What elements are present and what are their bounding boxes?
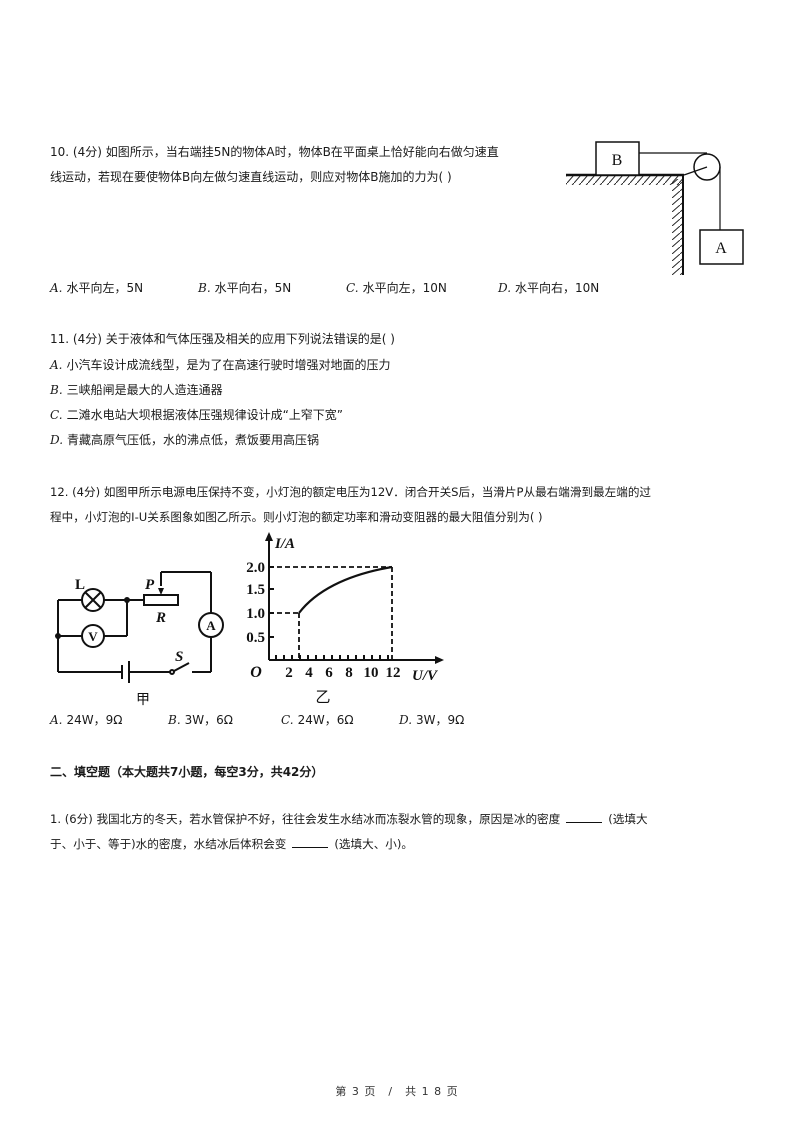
voltmeter-icon: V xyxy=(81,624,105,648)
fq1-blank-1[interactable] xyxy=(566,812,603,823)
q11-option-d[interactable]: D.青藏高原气压低，水的沸点低，煮饭要用高压锅 xyxy=(50,433,320,447)
fq1-blank-2[interactable] xyxy=(292,837,329,848)
block-a xyxy=(699,229,744,265)
circuit-diagram: L V P R A S 甲 xyxy=(55,571,224,708)
q12-score: (4分) xyxy=(72,485,101,499)
fq1-part1: 我国北方的冬天，若水管保护不好，往往会发生水结冰而冻裂水管的现象，原因是冰的密度 xyxy=(96,812,561,826)
battery-icon xyxy=(121,661,130,683)
fq1-part4: (选填大、小)。 xyxy=(334,837,414,851)
ammeter-icon: A xyxy=(198,612,224,638)
q10-line2: 线运动，若现在要使物体B向左做匀速直线运动，则应对物体B施加的力为( ) xyxy=(50,170,452,184)
svg-text:L: L xyxy=(75,577,85,593)
fq1-part3: 于、小于、等于)水的密度，水结冰后体积会变 xyxy=(50,837,287,851)
q12-number: 12. xyxy=(50,485,69,499)
svg-text:8: 8 xyxy=(345,665,353,681)
pulley-diagram: B A xyxy=(566,141,744,275)
q12-option-c[interactable]: C.24W，6Ω xyxy=(281,713,354,727)
svg-text:1.0: 1.0 xyxy=(246,606,265,622)
q10-options: A.水平向左，5N B.水平向右，5N C.水平向左，10N D.水平向右，10N xyxy=(50,280,599,296)
svg-text:0.5: 0.5 xyxy=(246,630,265,646)
q11-option-a[interactable]: A.小汽车设计成流线型，是为了在高速行驶时增强对地面的压力 xyxy=(50,358,391,372)
svg-text:1.5: 1.5 xyxy=(246,582,265,598)
page-footer: 第 3 页 / 共 1 8 页 xyxy=(335,1085,459,1098)
section-2-title: 二、填空题（本大题共7小题，每空3分，共42分） xyxy=(50,765,324,779)
q11-stem-text: 关于液体和气体压强及相关的应用下列说法错误的是( ) xyxy=(105,332,395,346)
q10-option-a[interactable]: A.水平向左，5N xyxy=(50,281,144,295)
q11-option-c[interactable]: C.二滩水电站大坝根据液体压强规律设计成“上窄下宽” xyxy=(50,408,344,422)
q12-option-a[interactable]: A.24W，9Ω xyxy=(50,713,123,727)
svg-text:甲: 甲 xyxy=(136,692,150,708)
svg-text:4: 4 xyxy=(305,665,313,681)
question-12-stem: 12. (4分) 如图甲所示电源电压保持不变，小灯泡的额定电压为12V．闭合开关… xyxy=(50,480,750,530)
svg-text:A: A xyxy=(715,240,727,257)
q11-number: 11. xyxy=(50,332,70,346)
svg-text:A: A xyxy=(206,618,216,633)
q10-option-b[interactable]: B.水平向右，5N xyxy=(198,281,292,295)
svg-text:2.0: 2.0 xyxy=(246,560,265,576)
svg-text:6: 6 xyxy=(325,665,333,681)
svg-text:B: B xyxy=(612,152,623,169)
question-10-stem: 10. (4分) 如图所示，当右端挂5N的物体A时，物体B在平面桌上恰好能向右做… xyxy=(50,140,550,190)
q10-option-c[interactable]: C.水平向左，10N xyxy=(346,281,447,295)
q12-options: A.24W，9Ω B.3W，6Ω C.24W，6Ω D.3W，9Ω xyxy=(50,712,464,728)
q11-option-b[interactable]: B.三峡船闸是最大的人造连通器 xyxy=(50,383,223,397)
q11-score: (4分) xyxy=(72,332,102,346)
q12-option-d[interactable]: D.3W，9Ω xyxy=(399,713,465,727)
svg-text:O: O xyxy=(250,664,262,681)
rheostat-icon xyxy=(143,594,179,606)
q10-line1: 如图所示，当右端挂5N的物体A时，物体B在平面桌上恰好能向右做匀速直 xyxy=(105,145,499,159)
q12-line1: 如图甲所示电源电压保持不变，小灯泡的额定电压为12V．闭合开关S后，当滑片P从最… xyxy=(103,485,652,499)
q12-line2: 程中，小灯泡的I-U关系图象如图乙所示。则小灯泡的额定功率和滑动变阻器的最大阻值… xyxy=(50,510,543,524)
q10-number: 10. xyxy=(50,145,70,159)
svg-text:10: 10 xyxy=(364,665,379,681)
block-b xyxy=(595,141,640,176)
svg-text:V: V xyxy=(88,629,98,644)
fq1-part2: (选填大 xyxy=(608,812,648,826)
lamp-icon xyxy=(81,588,105,612)
q10-option-d[interactable]: D.水平向右，10N xyxy=(498,281,600,295)
svg-text:R: R xyxy=(155,610,166,626)
fq1-score: (6分) xyxy=(64,812,93,826)
svg-text:I/A: I/A xyxy=(274,536,295,552)
svg-text:12: 12 xyxy=(386,665,401,681)
svg-text:2: 2 xyxy=(285,665,293,681)
q12-option-b[interactable]: B.3W，6Ω xyxy=(168,713,233,727)
fq1-number: 1. xyxy=(50,812,62,826)
svg-text:乙: 乙 xyxy=(315,688,330,706)
svg-text:S: S xyxy=(175,649,183,665)
iu-curve xyxy=(298,565,393,614)
question-11-stem: 11. (4分) 关于液体和气体压强及相关的应用下列说法错误的是( ) xyxy=(50,331,395,347)
svg-text:P: P xyxy=(145,577,155,593)
q10-score: (4分) xyxy=(72,145,102,159)
iu-graph: I/A 2.0 1.5 1.0 0.5 O 2 4 6 8 10 12 U/V … xyxy=(246,532,444,706)
fill-question-1: 1. (6分) 我国北方的冬天，若水管保护不好，往往会发生水结冰而冻裂水管的现象… xyxy=(50,807,750,857)
switch-icon xyxy=(169,662,190,675)
svg-text:U/V: U/V xyxy=(412,668,439,684)
